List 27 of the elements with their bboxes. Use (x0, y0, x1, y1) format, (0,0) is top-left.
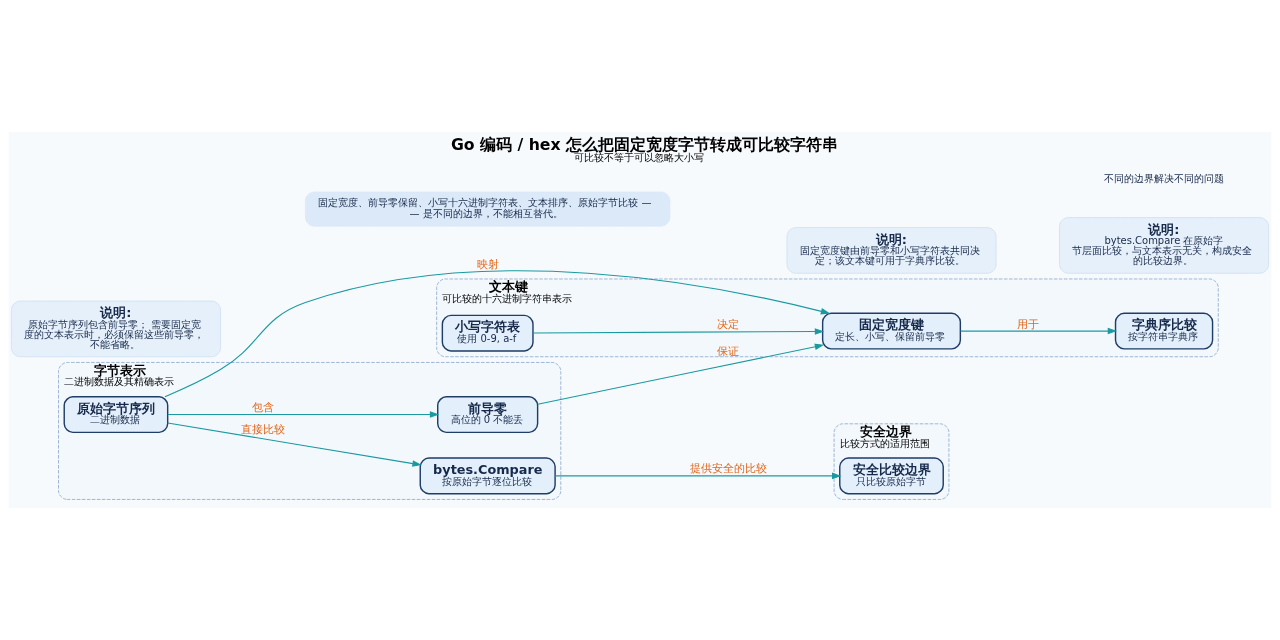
arrow (532, 328, 825, 335)
node-box: 小写字符表 使用 0-9, a-f (441, 314, 534, 352)
edge-label: 直接比较 (240, 423, 285, 437)
edge-label: 决定 (717, 318, 740, 332)
node-box: bytes.Compare 按原始字节逐位比较 (419, 457, 556, 495)
node-box: 说明: 原始字节序列包含前导零； 需要固定宽度的文本表示时，必须保留这些前导零，不能省略。 (11, 300, 221, 358)
node-box: 说明: bytes.Compare 在原始字节层面比较，与文本表示无关，构成安全的比较边界。 (1059, 217, 1269, 274)
edge-label: 用于 (1016, 317, 1039, 331)
edge-label: 包含 (251, 400, 274, 414)
diagram-title: Go 编码 / hex 怎么把固定宽度字节转成可比较字符串 (450, 134, 839, 154)
edge-label: 保证 (717, 344, 740, 358)
arrow (167, 411, 440, 418)
node-box: 原始字节序列 二进制数据 (63, 396, 169, 434)
arrow (164, 270, 831, 398)
arrow (537, 343, 825, 405)
node-box: 前导零 高位的 0 不能丢 (437, 396, 539, 434)
node-box: 字典序比较 按字符串字典序 (1114, 312, 1214, 350)
node-box: 说明: 固定宽度键由前导零和小写字符表共同决定；该文本键可用于字典序比较。 (786, 227, 997, 274)
edge-label: 映射 (476, 257, 499, 271)
node-box: 安全比较边界 只比较原始字节 (839, 457, 944, 495)
edge-label: 提供安全的比较 (689, 462, 767, 476)
node-box: 固定宽度、前导零保留、小写十六进制字符表、文本排序、原始字节比较 —— 是不同的边界，不能相互替代。 (305, 191, 671, 227)
label: 不同的边界解决不同的问题 (1104, 172, 1225, 184)
arrow (960, 327, 1118, 335)
arrow (554, 472, 842, 480)
arrow (167, 422, 422, 467)
node-box: 固定宽度键 定长、小写、保留前导零 (821, 312, 962, 350)
